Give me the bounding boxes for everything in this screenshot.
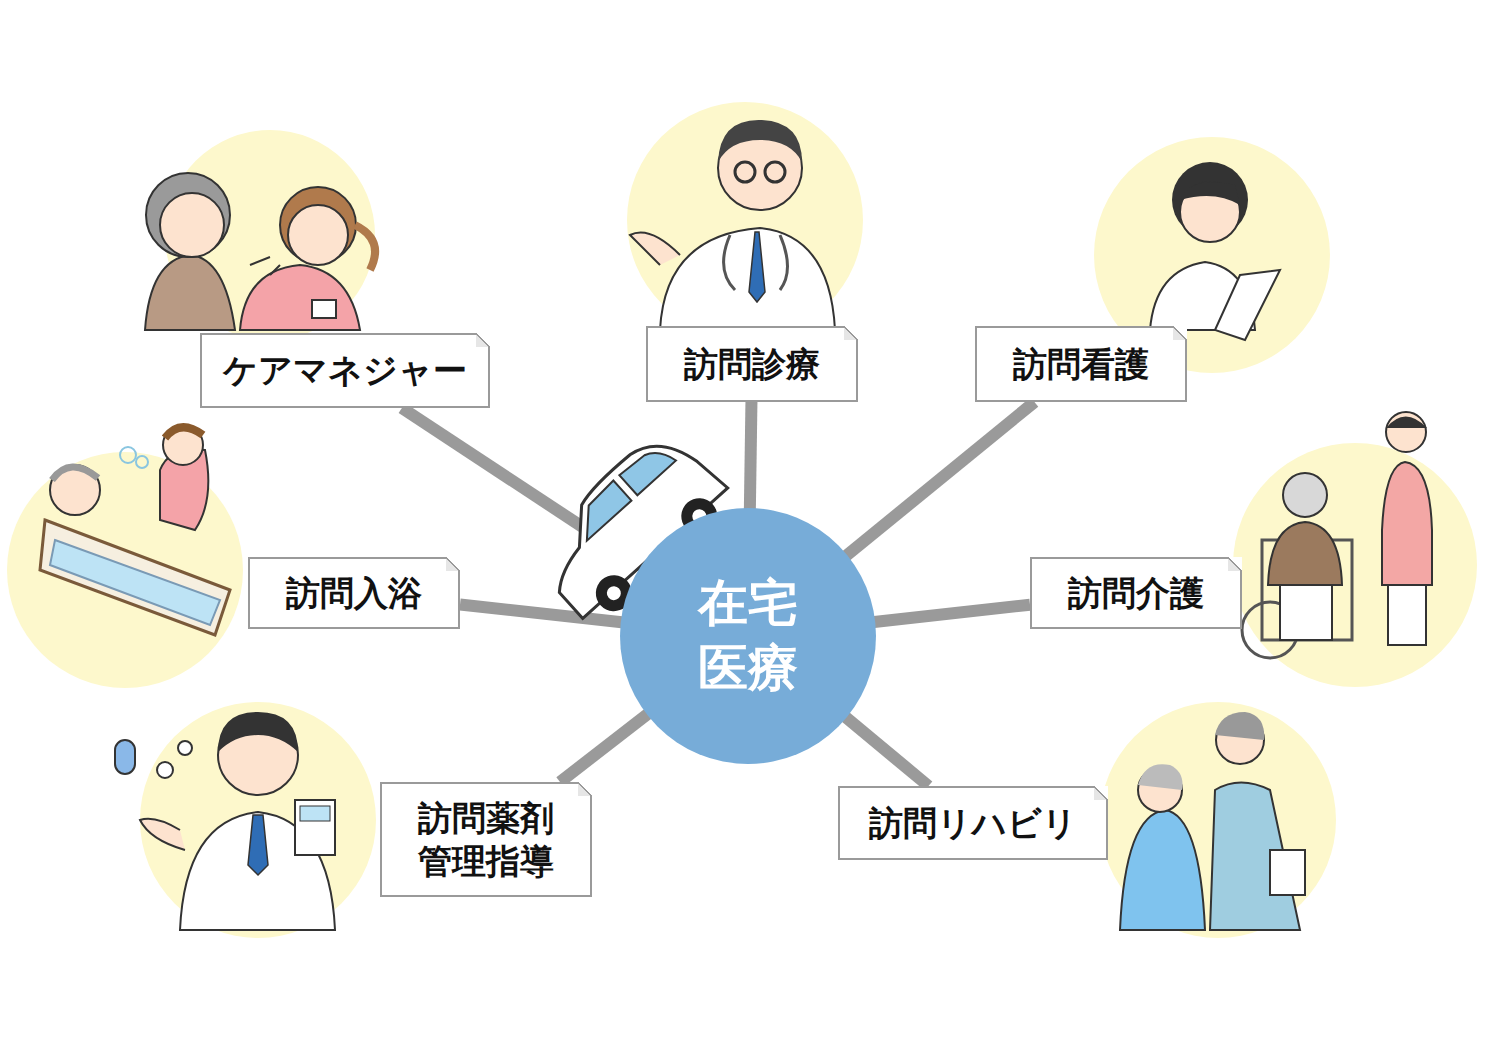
care-manager-illustration — [145, 130, 375, 340]
doctor-illustration — [627, 102, 863, 338]
node-label: 訪問介護 — [1068, 572, 1204, 615]
connector-line — [846, 402, 1034, 556]
node-label: 訪問薬剤 管理指導 — [406, 797, 566, 882]
service-box: 訪問診療 — [646, 326, 858, 402]
connector-line — [560, 714, 648, 782]
service-box: 訪問看護 — [975, 326, 1187, 402]
node-label: 訪問診療 — [684, 343, 820, 386]
home-care-illustration — [1233, 412, 1477, 687]
center-circle: 在宅 医療 — [620, 508, 876, 764]
node-label: ケアマネジャー — [223, 349, 467, 392]
rehabilitation-illustration — [1100, 702, 1336, 938]
connector-line — [460, 605, 622, 623]
service-box: 訪問リハビリ — [838, 786, 1108, 860]
node-label: 訪問入浴 — [286, 572, 422, 615]
connector-line — [846, 717, 929, 786]
connector-line — [750, 402, 752, 509]
connector-line — [874, 605, 1030, 622]
service-box: 訪問介護 — [1030, 557, 1242, 629]
pharmacist-illustration — [115, 702, 376, 938]
service-box: ケアマネジャー — [200, 333, 490, 408]
service-box: 訪問薬剤 管理指導 — [380, 782, 592, 897]
node-label: 在宅 医療 — [688, 571, 808, 701]
node-label: 訪問看護 — [1013, 343, 1149, 386]
node-label: 訪問リハビリ — [869, 802, 1077, 845]
bathing-illustration — [7, 425, 243, 688]
service-box: 訪問入浴 — [248, 557, 460, 629]
